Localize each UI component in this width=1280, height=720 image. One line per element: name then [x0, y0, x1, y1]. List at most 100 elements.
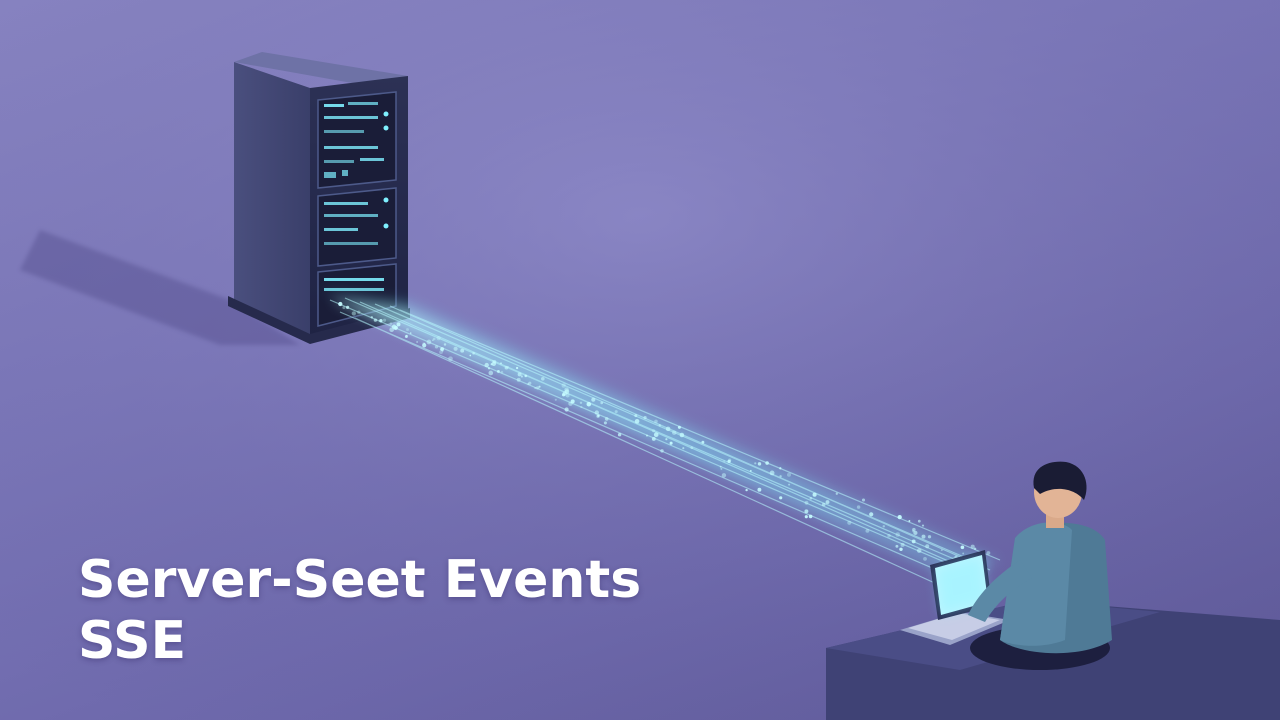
stream-particle [812, 492, 817, 497]
stream-particle [786, 472, 792, 477]
stream-particle [651, 436, 656, 441]
stream-particle [524, 374, 527, 378]
stream-particle [682, 447, 685, 450]
stream-particle [913, 530, 918, 535]
stream-particle [804, 500, 809, 505]
stream-particle [517, 372, 522, 377]
stream-particle [579, 401, 583, 404]
stream-particle [856, 505, 861, 509]
stream-particle [720, 467, 723, 470]
stream-particle [653, 432, 659, 438]
stream-particle [757, 487, 762, 492]
stream-particle [561, 383, 566, 388]
stream-particle [672, 430, 677, 435]
stream-particle [491, 359, 494, 362]
stream-particle [379, 319, 383, 323]
stream-particle [809, 496, 813, 500]
stream-particle [382, 318, 387, 322]
stream-particle [882, 525, 886, 528]
stream-particle [345, 305, 350, 310]
stream-particle [665, 426, 671, 432]
stream-particle [921, 524, 925, 527]
stream-particle [754, 462, 757, 465]
stream-particle [554, 398, 557, 401]
stream-particle [895, 532, 900, 537]
stream-particle [603, 421, 607, 425]
stream-particle [665, 438, 668, 441]
stream-particle [568, 401, 573, 406]
page-title: Server-Seet Events [78, 550, 642, 610]
stream-particle [534, 387, 537, 389]
stream-particle [779, 467, 782, 470]
stream-particle [887, 533, 891, 538]
stream-particle [765, 461, 769, 465]
stream-particle [719, 465, 722, 468]
stream-particle [528, 381, 532, 385]
stream-particle [835, 492, 838, 495]
stream-particle [679, 432, 685, 438]
stream-particle [923, 557, 927, 561]
stream-particle [779, 475, 782, 478]
stream-particle [389, 322, 393, 325]
stream-particle [779, 496, 783, 500]
stream-particle [658, 424, 661, 427]
stream-particle [917, 519, 921, 523]
stream-particle [908, 520, 911, 522]
stream-particle [596, 414, 600, 418]
stream-particle [634, 419, 640, 424]
stream-particle [825, 500, 830, 505]
stream-particle [749, 469, 752, 472]
stream-particle [561, 393, 566, 397]
stream-particle [500, 362, 502, 365]
stream-particle [614, 410, 618, 414]
stream-particle [899, 547, 903, 552]
stream-particle [491, 361, 497, 367]
stream-particle [757, 462, 762, 466]
stream-particle [439, 350, 443, 355]
server-shadow [20, 230, 300, 345]
stream-particle [677, 425, 681, 429]
stream-particle [865, 528, 870, 533]
stream-particle [570, 399, 575, 404]
stream-particle [869, 512, 874, 517]
stream-particle [927, 535, 932, 539]
stream-particle [973, 547, 977, 550]
stream-particle [338, 301, 343, 307]
stream-particle [535, 386, 540, 390]
stream-particle [586, 401, 592, 407]
stream-particle [520, 375, 523, 378]
stream-particle [921, 534, 926, 539]
stream-particle [861, 498, 866, 502]
stream-particle [436, 335, 441, 341]
stream-particle [422, 343, 427, 348]
stream-particle [460, 348, 465, 353]
stream-particle [690, 446, 694, 450]
stream-particle [962, 552, 965, 555]
stream-particle [925, 544, 930, 549]
stream-particle [389, 327, 395, 333]
stream-particle [432, 339, 434, 342]
stream-particle [900, 542, 905, 547]
stream-particle [373, 318, 378, 322]
stream-particle [370, 316, 373, 319]
stream-particle [564, 407, 569, 412]
stream-particle [911, 539, 916, 544]
stream-particle [443, 343, 447, 346]
stream-particle [426, 339, 432, 345]
server-lights [324, 102, 389, 291]
stream-particle [538, 385, 541, 388]
stream-particle [847, 520, 852, 525]
stream-particle [440, 348, 443, 351]
stream-particle [745, 488, 748, 492]
stream-particle [504, 365, 509, 370]
stream-particle [540, 376, 545, 381]
stream-particle [507, 366, 510, 368]
stream-particle [721, 473, 727, 478]
stream-particle [652, 429, 656, 433]
stream-particle [643, 416, 647, 420]
stream-particle [515, 366, 519, 370]
stream-particle [821, 502, 826, 507]
stream-particle [351, 311, 356, 316]
stream-particle [669, 441, 673, 445]
